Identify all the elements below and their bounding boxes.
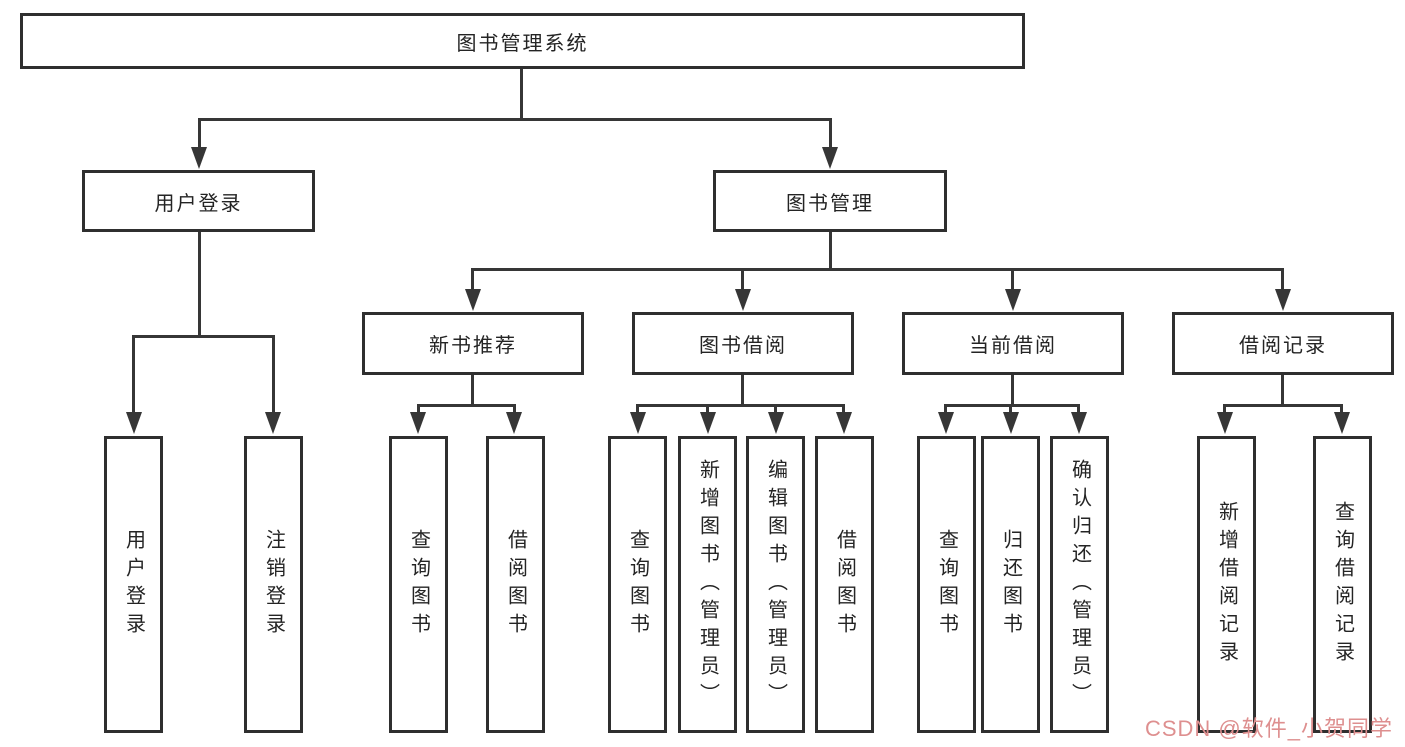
leaf-recommend-borrow-books-label: 借阅图书: [504, 528, 527, 641]
leaf-recommend-query-books: 查询图书: [389, 436, 448, 733]
connector-bookmgmt-stub: [471, 268, 474, 292]
connector-records-stub: [1223, 404, 1226, 414]
connector-root-vline: [520, 69, 523, 118]
connector-root-stub-right: [829, 118, 832, 150]
connector-borrow-stub: [636, 404, 639, 414]
leaf-user-login-label: 用户登录: [122, 528, 145, 641]
leaf-borrow-edit-books-admin-label: 编辑图书（管理员）: [764, 458, 787, 711]
arrowhead-down-icon: [191, 147, 207, 169]
arrowhead-down-icon: [836, 412, 852, 434]
arrowhead-down-icon: [938, 412, 954, 434]
connector-records-hline: [1223, 404, 1343, 407]
node-new-book-recommend: 新书推荐: [362, 312, 584, 375]
leaf-logout-label: 注销登录: [262, 528, 285, 641]
node-book-management: 图书管理: [713, 170, 947, 232]
leaf-borrow-query-books-label: 查询图书: [626, 528, 649, 641]
leaf-borrow-query-books: 查询图书: [608, 436, 667, 733]
connector-current-stub: [944, 404, 947, 414]
leaf-records-add-record: 新增借阅记录: [1197, 436, 1256, 733]
connector-userlogin-hline: [133, 335, 275, 338]
leaf-borrow-add-books-admin-label: 新增图书（管理员）: [696, 458, 719, 711]
connector-userlogin-vline: [198, 231, 201, 335]
arrowhead-down-icon: [1217, 412, 1233, 434]
node-book-borrow: 图书借阅: [632, 312, 854, 375]
arrowhead-down-icon: [465, 289, 481, 311]
connector-current-vline: [1011, 375, 1014, 404]
arrowhead-down-icon: [1334, 412, 1350, 434]
arrowhead-down-icon: [1003, 412, 1019, 434]
arrowhead-down-icon: [700, 412, 716, 434]
connector-recommend-stub: [513, 404, 516, 414]
node-root: 图书管理系统: [20, 13, 1025, 69]
arrowhead-down-icon: [1005, 289, 1021, 311]
connector-borrow-hline: [636, 404, 845, 407]
leaf-current-query-books-label: 查询图书: [935, 528, 958, 641]
connector-bookmgmt-hline: [471, 268, 1284, 271]
leaf-recommend-borrow-books: 借阅图书: [486, 436, 545, 733]
arrowhead-down-icon: [1275, 289, 1291, 311]
connector-recommend-hline: [417, 404, 516, 407]
arrowhead-down-icon: [410, 412, 426, 434]
leaf-records-add-record-label: 新增借阅记录: [1215, 500, 1238, 669]
leaf-borrow-add-books-admin: 新增图书（管理员）: [678, 436, 737, 733]
leaf-current-confirm-return-admin: 确认归还（管理员）: [1050, 436, 1109, 733]
leaf-current-query-books: 查询图书: [917, 436, 976, 733]
connector-current-stub: [1077, 404, 1080, 414]
leaf-current-return-books-label: 归还图书: [999, 528, 1022, 641]
leaf-records-query-record-label: 查询借阅记录: [1331, 500, 1354, 669]
leaf-current-confirm-return-admin-label: 确认归还（管理员）: [1068, 458, 1091, 711]
arrowhead-down-icon: [822, 147, 838, 169]
connector-borrow-stub: [842, 404, 845, 414]
connector-userlogin-stub: [272, 335, 275, 413]
connector-bookmgmt-stub: [1011, 268, 1014, 292]
node-current-borrow: 当前借阅: [902, 312, 1124, 375]
connector-recommend-vline: [471, 375, 474, 404]
connector-bookmgmt-stub: [741, 268, 744, 292]
arrowhead-down-icon: [1071, 412, 1087, 434]
leaf-records-query-record: 查询借阅记录: [1313, 436, 1372, 733]
leaf-user-login: 用户登录: [104, 436, 163, 733]
node-user-login: 用户登录: [82, 170, 315, 232]
leaf-logout: 注销登录: [244, 436, 303, 733]
connector-current-stub: [1009, 404, 1012, 414]
arrowhead-down-icon: [126, 412, 142, 434]
connector-bookmgmt-vline: [829, 231, 832, 268]
arrowhead-down-icon: [265, 412, 281, 434]
leaf-borrow-borrow-books-label: 借阅图书: [833, 528, 856, 641]
leaf-recommend-query-books-label: 查询图书: [407, 528, 430, 641]
connector-borrow-stub: [706, 404, 709, 414]
leaf-current-return-books: 归还图书: [981, 436, 1040, 733]
connector-root-stub-left: [198, 118, 201, 150]
arrowhead-down-icon: [630, 412, 646, 434]
leaf-borrow-borrow-books: 借阅图书: [815, 436, 874, 733]
arrowhead-down-icon: [768, 412, 784, 434]
connector-borrow-vline: [741, 375, 744, 404]
leaf-borrow-edit-books-admin: 编辑图书（管理员）: [746, 436, 805, 733]
node-borrow-records: 借阅记录: [1172, 312, 1394, 375]
connector-userlogin-stub: [132, 335, 135, 413]
connector-bookmgmt-stub: [1281, 268, 1284, 292]
arrowhead-down-icon: [735, 289, 751, 311]
watermark: CSDN @软件_小贺同学: [1144, 716, 1393, 741]
connector-records-stub: [1340, 404, 1343, 414]
connector-records-vline: [1281, 375, 1284, 404]
connector-borrow-stub: [774, 404, 777, 414]
connector-current-hline: [944, 404, 1080, 407]
connector-recommend-stub: [417, 404, 420, 414]
arrowhead-down-icon: [506, 412, 522, 434]
connector-root-hline: [198, 118, 832, 121]
